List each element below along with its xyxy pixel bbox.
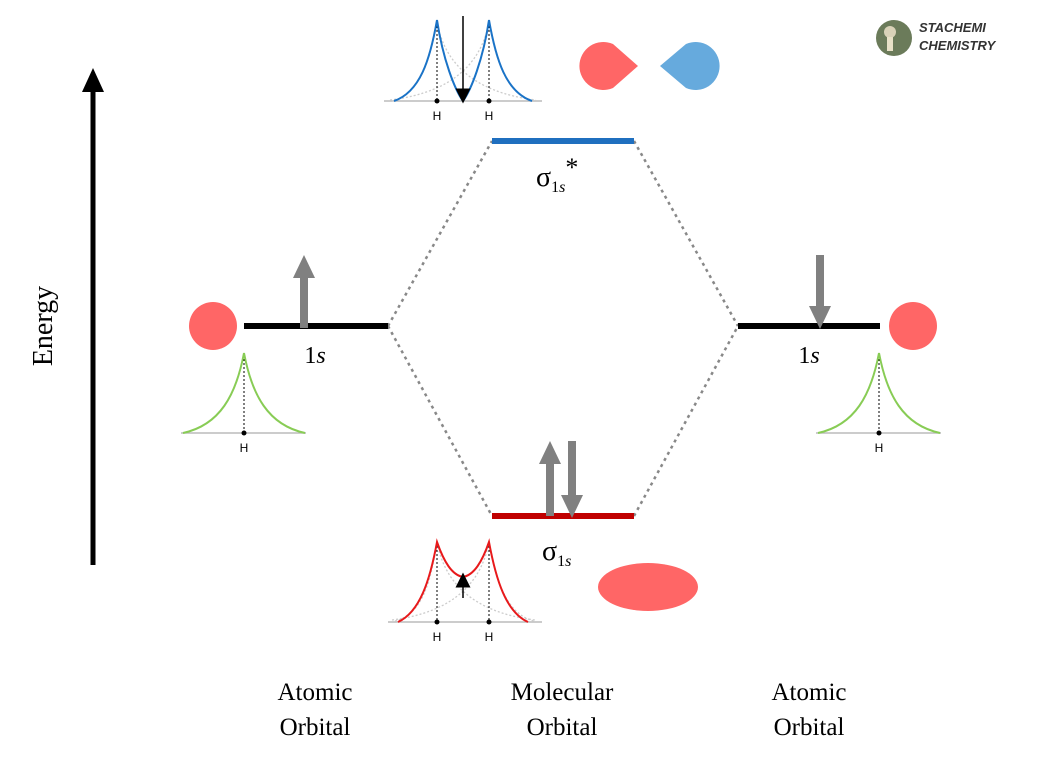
right-atomic-label: 1s	[798, 343, 819, 369]
stachemi-logo: STACHEMI CHEMISTRY	[876, 20, 997, 56]
electron-spin-down-right	[809, 255, 831, 329]
left-atomic-label: 1s	[304, 343, 325, 369]
bonding-orbital	[598, 563, 698, 611]
right-1s-orbital	[889, 302, 937, 350]
caption-line: Orbital	[280, 714, 351, 741]
electron-spin-down-bonding	[561, 441, 583, 518]
left-1s-orbital	[189, 302, 237, 350]
correlation-line	[386, 325, 494, 517]
antibonding-lobe-red	[579, 42, 638, 90]
nucleus-label: H	[240, 441, 249, 455]
nucleus-label: H	[433, 630, 442, 644]
correlation-line	[386, 140, 494, 327]
electron-spin-up-left	[293, 255, 315, 328]
antibonding-label: σ1s*	[536, 153, 578, 196]
nucleus-label: H	[433, 109, 442, 123]
middle-column-caption: Molecular Orbital	[511, 679, 614, 741]
caption-line: Atomic	[772, 679, 847, 706]
correlation-line	[632, 325, 740, 517]
nucleus-label: H	[485, 109, 494, 123]
electron-spin-up-bonding	[539, 441, 561, 516]
caption-line: Orbital	[527, 714, 598, 741]
nucleus-label: H	[485, 630, 494, 644]
right-column-caption: Atomic Orbital	[772, 679, 847, 741]
correlation-line	[632, 140, 740, 327]
correlation-lines	[386, 140, 740, 517]
caption-line: Molecular	[511, 679, 614, 706]
energy-axis: Energy	[28, 68, 104, 565]
left-wavefunction-curve	[182, 352, 306, 434]
antibonding-orbital	[579, 42, 720, 90]
bonding-label: σ1s	[542, 536, 571, 570]
energy-axis-label: Energy	[28, 286, 59, 366]
right-wavefunction-plot: H	[816, 352, 941, 455]
antibonding-wavefunction-plot: H H	[384, 16, 542, 123]
antibonding-lobe-blue	[660, 42, 720, 90]
energy-axis-arrowhead	[82, 68, 104, 92]
caption-line: Atomic	[278, 679, 353, 706]
nucleus-label: H	[875, 441, 884, 455]
caption-line: Orbital	[774, 714, 845, 741]
bonding-wavefunction-plot: H H	[388, 538, 542, 644]
electron-arrows	[293, 255, 831, 518]
logo-icon	[876, 20, 912, 56]
right-wavefunction-curve	[817, 352, 941, 434]
left-wavefunction-plot: H	[181, 352, 306, 455]
left-column-caption: Atomic Orbital	[278, 679, 353, 741]
logo-line2: CHEMISTRY	[919, 38, 997, 53]
logo-line1: STACHEMI	[919, 20, 986, 35]
